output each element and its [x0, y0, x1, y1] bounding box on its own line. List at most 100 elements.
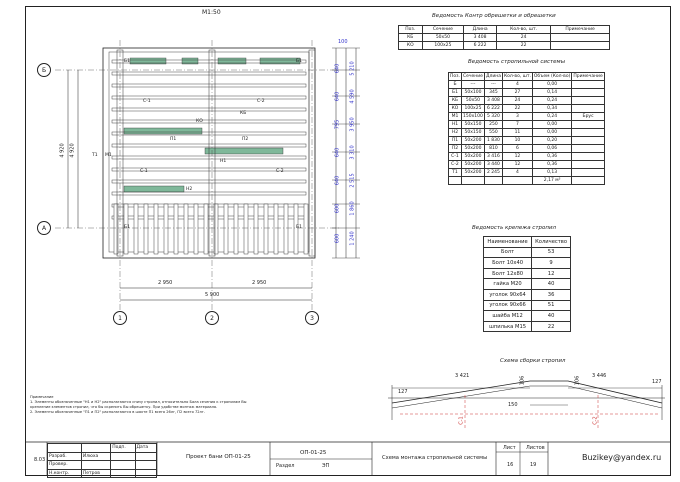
table1-header: Поз. — [398, 25, 423, 34]
table3-header: Количество — [531, 236, 571, 248]
table-cell: КО — [448, 104, 462, 113]
scheme-title: Схема сборки стропил — [500, 358, 566, 364]
dim-right-outer: 5 210 — [349, 61, 356, 76]
table-cell: 53 — [531, 246, 571, 259]
table-cell — [571, 176, 605, 185]
table-cell: М1 — [448, 112, 462, 121]
table-cell: --- — [483, 80, 503, 89]
table-cell — [571, 136, 605, 145]
table-cell: 100х25 — [460, 104, 485, 113]
dim-right-outer: 1 860 — [349, 201, 356, 216]
dim-right-outer: 3 950 — [349, 117, 356, 132]
section-label: Раздел — [276, 463, 295, 469]
tb-cell — [110, 468, 136, 478]
dim-bottom-1: 2 950 — [158, 280, 173, 286]
table-cell — [571, 144, 605, 153]
table-cell: 0,06 — [531, 144, 573, 153]
table1-header-row: Поз. Сечение Длина Кол-во, шт. Примечани… — [398, 25, 610, 34]
scheme-dim: 3 421 — [455, 373, 470, 379]
table2-header: Кол-во, шт. — [501, 72, 533, 81]
dim-right-chain: 795 — [334, 119, 341, 130]
table-cell — [571, 120, 605, 129]
table-cell: 2 245 — [483, 168, 503, 177]
table-cell: 7 — [501, 120, 533, 129]
table-cell: 0,00 — [531, 128, 573, 137]
plan-hatched-member — [123, 127, 203, 135]
table-cell: 50х200 — [460, 152, 485, 161]
plan-post — [213, 203, 219, 255]
table-cell: 4 — [501, 80, 533, 89]
scheme-dim: 106 — [574, 375, 581, 386]
tb-cell — [80, 443, 112, 453]
table-cell: Б — [448, 80, 462, 89]
table-cell: КБ — [448, 96, 462, 105]
table-row: КО 100х25 6 222 22 — [398, 41, 610, 50]
plan-label: С-1 — [143, 99, 151, 104]
table-cell: 22 — [495, 41, 552, 50]
dim-top: 100 — [338, 39, 348, 45]
table-cell: 1 830 — [483, 136, 503, 145]
plan-label: Б1 — [296, 59, 302, 64]
dim-right-chain: 640 — [334, 63, 341, 74]
table-cell: 0,24 — [531, 96, 573, 105]
scheme-dim: 3 446 — [592, 373, 607, 379]
table-row: КБ 50х50 3 408 24 — [398, 33, 610, 42]
table-cell: 250 — [483, 120, 503, 129]
table-cell — [571, 168, 605, 177]
table-cell: 0,36 — [531, 152, 573, 161]
table-cell: Т1 — [448, 168, 462, 177]
table-cell: 50х50 — [421, 33, 465, 42]
plan-label: С-1 — [140, 169, 148, 174]
table-cell: 6 222 — [483, 104, 503, 113]
table1-header: Длина — [463, 25, 497, 34]
plan-hatched-member — [129, 57, 167, 65]
table-cell: 11 — [501, 128, 533, 137]
table-cell: 24 — [495, 33, 552, 42]
plan-beam — [308, 49, 316, 257]
table-cell: 0,13 — [531, 168, 573, 177]
tb-role: Провер. — [47, 460, 82, 470]
table-cell: 50х200 — [460, 168, 485, 177]
table-cell: 3 408 — [463, 33, 497, 42]
table2-header: Длина — [483, 72, 503, 81]
table-cell: 810 — [483, 144, 503, 153]
table-cell: Болт 10х40 — [482, 257, 533, 269]
table-cell: 100х25 — [421, 41, 465, 50]
table2-header: Сечение — [460, 72, 485, 81]
plan-post — [163, 203, 169, 255]
table-cell: 6 — [501, 144, 533, 153]
table-cell: 150х100 — [460, 112, 485, 121]
table-cell: 50х200 — [460, 144, 485, 153]
tb-col-sign: Подп. — [110, 443, 136, 453]
plan-post — [223, 203, 229, 255]
plan-hatched-member — [259, 57, 301, 65]
table1-header: Сечение — [421, 25, 465, 34]
table-cell: 22 — [501, 104, 533, 113]
sheet-title: Схема монтажа стропильной системы — [382, 455, 488, 461]
dim-right-outer: 1 240 — [349, 231, 356, 246]
tb-name — [80, 460, 112, 470]
table-cell: 345 — [483, 88, 503, 97]
table2-total: 2,17 м³ — [531, 176, 573, 185]
plan-post — [193, 203, 199, 255]
table-cell: уголок 90х64 — [482, 288, 533, 301]
plan-label: Б1 — [124, 225, 130, 230]
table-cell — [448, 176, 462, 185]
table2-header: Примечание — [571, 72, 605, 81]
table-cell: 24 — [501, 96, 533, 105]
sheet-frame — [25, 6, 671, 476]
plan-hatched-member — [181, 57, 199, 65]
plan-label: Н1 — [220, 159, 227, 164]
scale-label: М1:50 — [202, 9, 221, 16]
table3-header: Наименование — [482, 236, 533, 248]
